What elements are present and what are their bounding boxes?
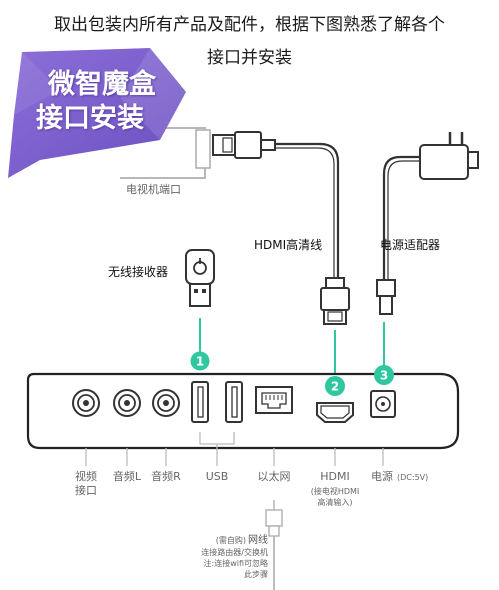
network-note-line-3: 此步骤 <box>244 570 268 579</box>
power-port-note: (DC:5V) <box>397 473 429 482</box>
step-3-marker: 3 <box>374 365 394 385</box>
hdmi-port-label: HDMI <box>320 470 350 483</box>
network-cable-icon <box>265 500 283 590</box>
network-note-prefix: (需自购) <box>215 536 246 545</box>
audio-r-port-label: 音频R <box>151 470 181 483</box>
hdmi-plug-bottom-icon <box>320 277 350 325</box>
hdmi-cable-label: HDMI高清线 <box>254 238 323 252</box>
audio-l-port-icon <box>113 389 141 417</box>
step-3-number: 3 <box>380 369 388 383</box>
audio-r-port-icon <box>152 389 180 417</box>
usb-port-label: USB <box>205 470 229 483</box>
step-2-number: 2 <box>331 380 339 394</box>
badge-shape <box>8 48 186 178</box>
wireless-receiver-icon <box>185 249 215 307</box>
badge-facet <box>120 48 186 140</box>
audio-l-port-label: 音频L <box>112 470 142 483</box>
page-title-line-2: 接口并安装 <box>207 48 292 68</box>
power-adapter-label: 电源适配器 <box>380 238 441 252</box>
badge-title-line-1: 微智魔盒 <box>48 69 156 100</box>
usb-port-2-icon <box>225 381 243 423</box>
hdmi-port-icon <box>316 402 354 423</box>
network-note-line-2: 注:连接wifi可忽略 <box>203 559 269 568</box>
hdmi-port-note: (接电视HDMI 高清输入) <box>310 487 360 507</box>
page-title-line-1: 取出包装内所有产品及配件，根据下图熟悉了解各个 <box>54 15 445 35</box>
tv-port-label: 电视机端口 <box>126 183 181 196</box>
av-port-label: 视频 接口 <box>75 470 97 497</box>
wireless-receiver-label: 无线接收器 <box>108 265 169 279</box>
av-port-icon <box>72 389 100 417</box>
badge-facet-2 <box>14 52 60 115</box>
step-1-marker: 1 <box>190 351 210 371</box>
power-port-label: 电源 <box>371 470 393 483</box>
step-2-marker: 2 <box>325 376 345 396</box>
network-note-title: 网线 <box>248 535 268 546</box>
step-1-number: 1 <box>196 355 204 369</box>
badge-title-line-2: 接口安装 <box>36 103 144 134</box>
network-note: (需自购)网线 连接路由器/交换机 注:连接wifi可忽略 此步骤 <box>196 528 268 580</box>
ethernet-port-label: 以太网 <box>257 470 291 483</box>
network-note-line-1: 连接路由器/交换机 <box>201 548 268 557</box>
hdmi-cable-line <box>275 142 340 278</box>
tv-port-socket <box>195 129 211 169</box>
power-adapter-icon <box>376 132 479 315</box>
usb-port-1-icon <box>191 381 209 423</box>
hdmi-plug-top-icon <box>212 131 276 159</box>
ethernet-port-icon <box>255 386 293 414</box>
power-port-icon <box>370 390 396 418</box>
